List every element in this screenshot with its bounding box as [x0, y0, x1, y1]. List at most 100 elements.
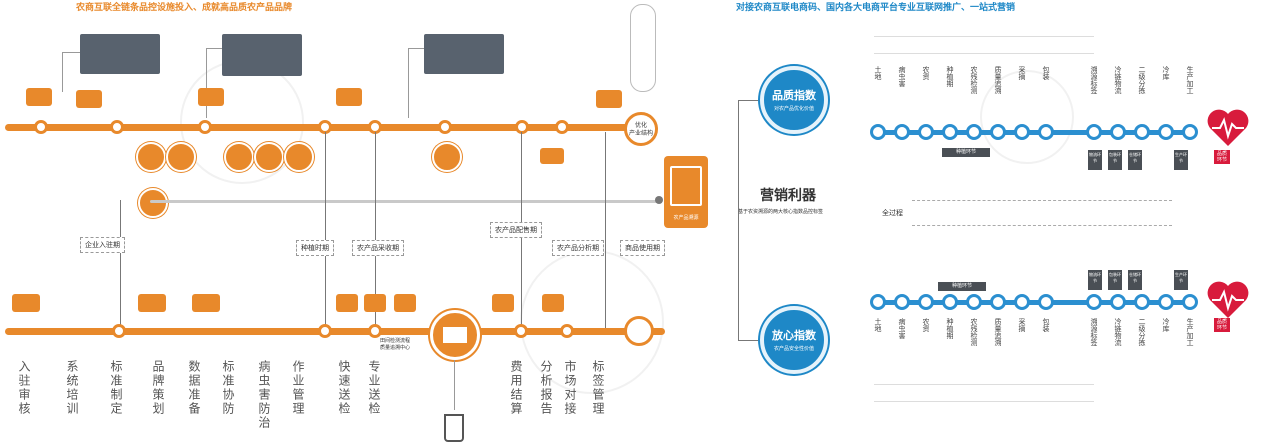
mid-process-track — [150, 200, 660, 203]
certification-column — [630, 4, 656, 92]
right-header: 对接农商互联电商码、国内各大电商平台专业互联网推广、一站式营销 — [736, 3, 1016, 13]
track-node — [514, 324, 528, 338]
bottom-step-label: 数据准备 — [187, 360, 201, 416]
track-node — [368, 324, 382, 338]
bottom-step-label: 系统培训 — [65, 360, 79, 416]
process-node — [942, 294, 958, 310]
process-icon — [192, 294, 220, 312]
process-node — [1134, 294, 1150, 310]
full-process-label: 全过程 — [882, 209, 903, 217]
connector — [738, 100, 768, 101]
bottom-step-label: 分析报告 — [539, 360, 553, 416]
step-label: 生产加工 — [1186, 66, 1194, 94]
trash-icon — [444, 414, 464, 442]
process-node — [990, 124, 1006, 140]
quality-description — [874, 36, 1094, 54]
step-label: 二级分拣 — [1138, 318, 1146, 346]
step-label: 采摘 — [1018, 318, 1026, 332]
production-chip: 生产环节 — [1174, 150, 1188, 170]
process-icon — [336, 88, 362, 106]
bottom-step-label: 标准制定 — [109, 360, 123, 416]
step-label: 农资 — [922, 318, 930, 332]
step-label: 种植期 — [946, 318, 954, 339]
bottom-step-label: 标签管理 — [591, 360, 605, 416]
info-box — [222, 34, 302, 76]
packaging-chip: 包装环节 — [1108, 150, 1122, 170]
connector — [408, 48, 424, 49]
step-label: 农残检测 — [970, 318, 978, 346]
process-icon-circle — [166, 142, 196, 172]
process-node — [918, 294, 934, 310]
step-label: 采摘 — [1018, 66, 1026, 80]
bottom-step-label: 作业管理 — [291, 360, 305, 416]
connector — [738, 100, 739, 340]
logistics-chip: 物流环节 — [1088, 150, 1102, 170]
trust-description — [874, 384, 1094, 402]
process-icon — [26, 88, 52, 106]
process-icon-circle — [254, 142, 284, 172]
quality-index-badge: 品质指数 对农产品优化价值 — [760, 66, 828, 134]
process-icon — [138, 294, 166, 312]
bottom-process-track — [5, 328, 665, 335]
bottom-step-label: 市场对接 — [563, 360, 577, 416]
background-decoration — [980, 70, 1074, 164]
heart-icon — [1207, 109, 1249, 146]
device-label: 农产品溯源 — [673, 215, 699, 221]
step-label: 农资 — [922, 66, 930, 80]
track-node — [110, 120, 124, 134]
connector — [454, 360, 455, 410]
connector — [120, 200, 121, 330]
process-icon-circle — [432, 142, 462, 172]
process-icon — [76, 90, 102, 108]
bottom-step-label: 快速送检 — [337, 360, 351, 416]
quality-index-title: 品质指数 — [772, 89, 816, 102]
process-node — [942, 124, 958, 140]
step-label: 冷库 — [1162, 318, 1170, 332]
process-icon-circle — [138, 188, 168, 218]
process-icon — [336, 294, 358, 312]
trust-index-badge: 放心指数 农产品安全性价值 — [760, 306, 828, 374]
harvest-period-label: 农产品采收期 — [352, 240, 404, 256]
enterprise-entry-label: 企业入驻期 — [80, 237, 125, 253]
info-box — [424, 34, 504, 74]
storage-period-label: 农产品配售期 — [490, 222, 542, 238]
step-label: 土地 — [874, 66, 882, 80]
track-node — [318, 324, 332, 338]
bottom-step-label: 病虫害防治 — [257, 360, 271, 430]
step-label: 病虫害 — [898, 66, 906, 87]
traceability-device-icon: 农产品溯源 — [664, 156, 708, 228]
process-node — [1086, 124, 1102, 140]
process-node — [990, 294, 1006, 310]
product-use-label: 商品使用期 — [620, 240, 665, 256]
step-label: 土地 — [874, 318, 882, 332]
trust-index-sub: 农产品安全性价值 — [773, 346, 814, 352]
planting-tag-bottom: 种植环节 — [938, 282, 986, 291]
track-node — [198, 120, 212, 134]
step-label: 冷链物流 — [1114, 318, 1122, 346]
track-node — [560, 324, 574, 338]
process-node — [1038, 294, 1054, 310]
bottom-step-label: 品牌策划 — [151, 360, 165, 416]
process-icon-circle — [284, 142, 314, 172]
process-node — [870, 294, 886, 310]
warehouse-label: 田间检测流程 质量追溯中心 — [380, 338, 411, 351]
center-title: 营销利器 — [760, 188, 816, 204]
bottom-step-label: 费用结算 — [509, 360, 523, 416]
bottom-step-label: 标准协防 — [221, 360, 235, 416]
track-node — [515, 120, 529, 134]
track-node — [555, 120, 569, 134]
quality-track — [872, 130, 1188, 135]
step-label: 生产加工 — [1186, 318, 1194, 346]
step-label: 病虫害 — [898, 318, 906, 339]
info-box — [80, 34, 160, 74]
step-label: 种植期 — [946, 66, 954, 87]
process-icon — [198, 88, 224, 106]
track-end-dot — [655, 196, 663, 204]
center-subtitle: 基于农资溯源的两大核心指数品控标签 — [738, 209, 824, 215]
step-label: 冷链物流 — [1114, 66, 1122, 94]
connector — [605, 132, 606, 332]
trust-index-title: 放心指数 — [772, 329, 816, 342]
step-label: 二级分拣 — [1138, 66, 1146, 94]
track-node — [34, 120, 48, 134]
step-label: 质量追溯 — [994, 66, 1002, 94]
